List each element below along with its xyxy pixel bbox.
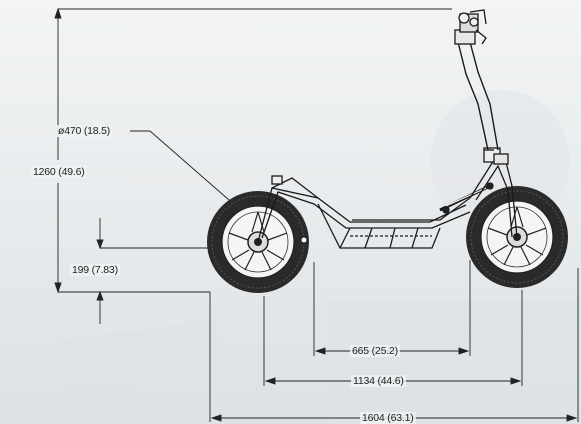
frame (257, 9, 518, 249)
wheelbase-rear-label: 665 (25.2) (350, 345, 400, 357)
overall-height-label: 1260 (49.6) (31, 166, 87, 178)
wheelbase-label: 1134 (44.6) (351, 375, 406, 387)
ground-clearance-label: 199 (7.83) (70, 264, 120, 276)
overall-length-label: 1604 (63.1) (360, 412, 416, 424)
wheel-diameter-label: ø470 (18.5) (56, 125, 113, 137)
